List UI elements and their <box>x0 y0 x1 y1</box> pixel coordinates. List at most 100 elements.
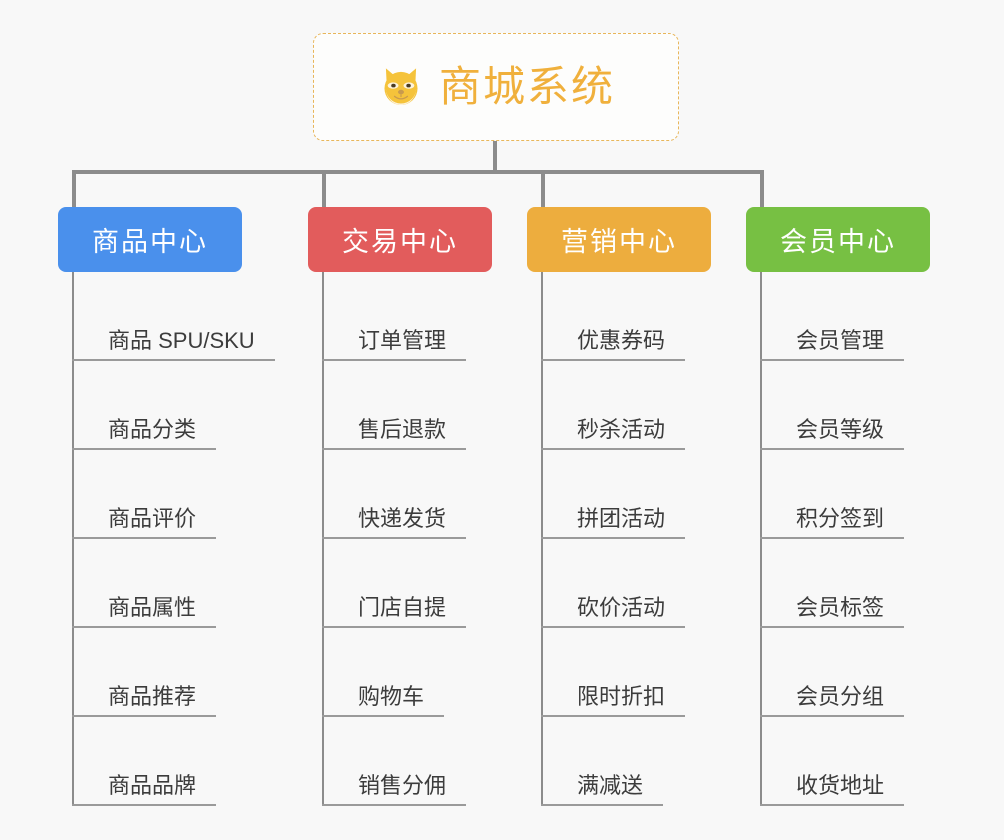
leaf-item[interactable]: 商品评价 <box>72 450 242 539</box>
leaf-item[interactable]: 商品品牌 <box>72 717 242 806</box>
leaf-item[interactable]: 会员分组 <box>760 628 930 717</box>
leaf-item-underline <box>760 804 904 806</box>
leaf-item[interactable]: 商品 SPU/SKU <box>72 272 275 361</box>
leaf-item[interactable]: 积分签到 <box>760 450 930 539</box>
leaf-item-underline <box>322 626 466 628</box>
leaf-item-label: 满减送 <box>577 773 644 798</box>
leaf-item-label: 商品品牌 <box>108 773 197 798</box>
category-label: 营销中心 <box>561 227 677 257</box>
shiba-dog-face-icon <box>384 68 418 107</box>
leaf-item[interactable]: 商品分类 <box>72 361 242 450</box>
leaf-spine <box>72 272 74 806</box>
connector-drop-1 <box>72 170 76 207</box>
leaf-item[interactable]: 限时折扣 <box>541 628 711 717</box>
category-column-4: 会员中心会员管理会员等级积分签到会员标签会员分组收货地址 <box>746 207 930 806</box>
category-header-1[interactable]: 商品中心 <box>58 207 242 272</box>
category-header-4[interactable]: 会员中心 <box>746 207 930 272</box>
leaf-item-underline <box>72 715 216 717</box>
leaf-item-underline <box>541 359 685 361</box>
leaf-spine <box>541 272 543 806</box>
category-column-1: 商品中心商品 SPU/SKU 商品分类商品评价商品属性商品推荐商品品牌 <box>58 207 275 806</box>
leaf-item-label: 收货地址 <box>796 773 885 798</box>
leaf-item-label: 砍价活动 <box>577 595 666 620</box>
leaf-item[interactable]: 收货地址 <box>760 717 930 806</box>
leaf-spine <box>760 272 762 806</box>
category-label: 商品中心 <box>92 227 208 257</box>
leaf-item-underline <box>72 448 216 450</box>
leaf-item[interactable]: 订单管理 <box>322 272 492 361</box>
leaf-item-underline <box>760 715 904 717</box>
leaf-item-underline <box>760 359 904 361</box>
leaf-item-label: 商品属性 <box>108 595 197 620</box>
leaf-item[interactable]: 商品属性 <box>72 539 242 628</box>
leaf-item-underline <box>760 448 904 450</box>
leaf-spine <box>322 272 324 806</box>
leaf-item-label: 优惠券码 <box>577 328 666 353</box>
leaf-item[interactable]: 购物车 <box>322 628 492 717</box>
leaf-item-label: 售后退款 <box>358 417 447 442</box>
leaf-item-label: 商品评价 <box>108 506 197 531</box>
leaf-item-label: 商品推荐 <box>108 684 197 709</box>
leaf-item-underline <box>322 448 466 450</box>
leaf-item-underline <box>541 626 685 628</box>
category-header-2[interactable]: 交易中心 <box>308 207 492 272</box>
root-node[interactable]: 商城系统 <box>313 33 679 141</box>
leaf-item[interactable]: 快递发货 <box>322 450 492 539</box>
category-header-3[interactable]: 营销中心 <box>527 207 711 272</box>
category-column-2: 交易中心订单管理售后退款快递发货门店自提购物车销售分佣 <box>308 207 492 806</box>
connector-root-stem <box>493 141 497 172</box>
leaf-item-underline <box>541 448 685 450</box>
leaf-item[interactable]: 优惠券码 <box>541 272 711 361</box>
leaf-item[interactable]: 会员标签 <box>760 539 930 628</box>
leaf-list: 订单管理售后退款快递发货门店自提购物车销售分佣 <box>322 272 492 806</box>
connector-drop-3 <box>541 170 545 207</box>
leaf-list: 优惠券码秒杀活动拼团活动砍价活动限时折扣满减送 <box>541 272 711 806</box>
leaf-item-label: 会员分组 <box>796 684 885 709</box>
leaf-item[interactable]: 满减送 <box>541 717 711 806</box>
connector-drop-4 <box>760 170 764 207</box>
category-label: 会员中心 <box>780 227 896 257</box>
leaf-item[interactable]: 售后退款 <box>322 361 492 450</box>
leaf-item-underline <box>322 715 444 717</box>
leaf-item-label: 订单管理 <box>358 328 447 353</box>
leaf-list: 商品 SPU/SKU 商品分类商品评价商品属性商品推荐商品品牌 <box>72 272 275 806</box>
leaf-item-label: 积分签到 <box>796 506 885 531</box>
leaf-item-label: 限时折扣 <box>577 684 666 709</box>
leaf-item-underline <box>72 804 216 806</box>
leaf-item[interactable]: 会员管理 <box>760 272 930 361</box>
leaf-item-label: 商品分类 <box>108 417 197 442</box>
category-column-3: 营销中心优惠券码秒杀活动拼团活动砍价活动限时折扣满减送 <box>527 207 711 806</box>
leaf-item-underline <box>72 537 216 539</box>
leaf-item-underline <box>72 359 275 361</box>
leaf-item-underline <box>760 537 904 539</box>
leaf-list: 会员管理会员等级积分签到会员标签会员分组收货地址 <box>760 272 930 806</box>
leaf-item[interactable]: 销售分佣 <box>322 717 492 806</box>
leaf-item-label: 会员管理 <box>796 328 885 353</box>
leaf-item[interactable]: 商品推荐 <box>72 628 242 717</box>
leaf-item[interactable]: 砍价活动 <box>541 539 711 628</box>
root-title: 商城系统 <box>438 63 615 110</box>
connector-horizontal-bus <box>72 170 760 174</box>
leaf-item-label: 秒杀活动 <box>577 417 666 442</box>
leaf-item-underline <box>322 359 466 361</box>
leaf-item-label: 购物车 <box>358 684 425 709</box>
leaf-item[interactable]: 会员等级 <box>760 361 930 450</box>
leaf-item[interactable]: 秒杀活动 <box>541 361 711 450</box>
leaf-item-underline <box>541 715 685 717</box>
leaf-item-label: 会员标签 <box>796 595 885 620</box>
leaf-item-underline <box>72 626 216 628</box>
category-label: 交易中心 <box>342 227 458 257</box>
leaf-item-underline <box>541 804 663 806</box>
leaf-item-underline <box>760 626 904 628</box>
leaf-item[interactable]: 拼团活动 <box>541 450 711 539</box>
leaf-item-label: 销售分佣 <box>358 773 447 798</box>
connector-drop-2 <box>322 170 326 207</box>
leaf-item-label: 门店自提 <box>358 595 447 620</box>
leaf-item-underline <box>322 804 466 806</box>
leaf-item-label: 快递发货 <box>358 506 447 531</box>
leaf-item-label: 商品 SPU/SKU <box>108 328 255 353</box>
leaf-item-label: 拼团活动 <box>577 506 666 531</box>
leaf-item[interactable]: 门店自提 <box>322 539 492 628</box>
leaf-item-label: 会员等级 <box>796 417 885 442</box>
